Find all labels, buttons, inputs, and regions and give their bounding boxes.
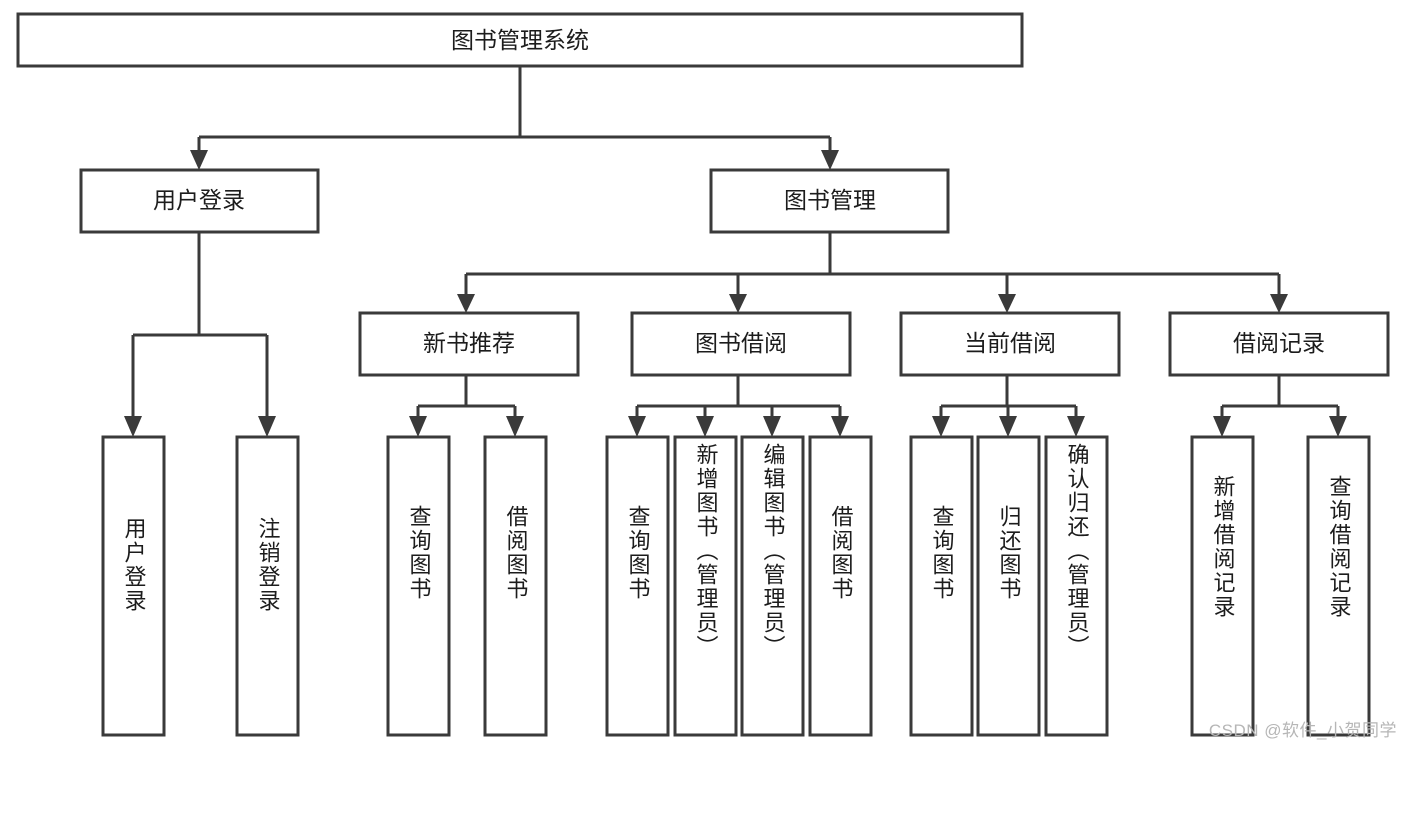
arrow-to-leaf-query-book-1 xyxy=(409,416,427,437)
node-user-login-box[interactable] xyxy=(79,168,320,234)
arrow-to-leaf-confirm-return xyxy=(1067,416,1085,437)
node-new-book-recommend[interactable]: 新书推荐 xyxy=(358,311,580,377)
arrow-to-leaf-add-book xyxy=(696,416,714,437)
node-leaf-return-book-box[interactable] xyxy=(976,435,1041,737)
node-book-borrow[interactable]: 图书借阅 xyxy=(630,311,852,377)
node-leaf-borrow-book-2-box[interactable] xyxy=(808,435,873,737)
node-book-manage-box[interactable] xyxy=(709,168,950,234)
node-leaf-query-book-1-box[interactable] xyxy=(386,435,451,737)
arrow-to-leaf-user-login xyxy=(124,416,142,437)
node-leaf-user-login-box[interactable] xyxy=(101,435,166,737)
arrow-to-leaf-edit-book xyxy=(763,416,781,437)
arrow-to-new-book-recommend xyxy=(457,294,475,313)
node-leaf-borrow-book-1-box[interactable] xyxy=(483,435,548,737)
node-new-book-recommend-box[interactable] xyxy=(358,311,580,377)
arrow-to-book-manage xyxy=(821,150,839,170)
arrow-to-leaf-return-book xyxy=(999,416,1017,437)
node-root[interactable]: 图书管理系统 xyxy=(16,12,1024,68)
node-book-borrow-box[interactable] xyxy=(630,311,852,377)
node-leaf-confirm-return-box[interactable] xyxy=(1044,435,1109,737)
nodes-layer: 图书管理系统 用户登录 图书管理 新书推荐 图书借阅 当前 xyxy=(16,12,1390,737)
node-leaf-query-record-box[interactable] xyxy=(1306,435,1371,737)
node-root-label: 图书管理系统 xyxy=(451,27,589,53)
arrow-to-leaf-query-book-2 xyxy=(628,416,646,437)
node-book-borrow-label: 图书借阅 xyxy=(695,330,787,356)
connectors-layer xyxy=(124,66,1347,437)
arrow-to-leaf-borrow-book-1 xyxy=(506,416,524,437)
arrow-to-user-login xyxy=(190,150,208,170)
node-current-borrow-label: 当前借阅 xyxy=(964,330,1056,356)
arrow-to-book-borrow xyxy=(729,294,747,313)
node-leaf-logout-box[interactable] xyxy=(235,435,300,737)
node-borrow-record-label: 借阅记录 xyxy=(1233,330,1325,356)
node-user-login[interactable]: 用户登录 xyxy=(79,168,320,234)
node-leaf-add-record-box[interactable] xyxy=(1190,435,1255,737)
arrow-to-leaf-logout xyxy=(258,416,276,437)
arrow-to-leaf-borrow-book-2 xyxy=(831,416,849,437)
node-borrow-record[interactable]: 借阅记录 xyxy=(1168,311,1390,377)
node-book-manage-label: 图书管理 xyxy=(784,187,876,213)
arrow-to-leaf-query-book-3 xyxy=(932,416,950,437)
node-leaf-query-book-2-box[interactable] xyxy=(605,435,670,737)
node-leaf-add-book-box[interactable] xyxy=(673,435,738,737)
arrow-to-leaf-query-record xyxy=(1329,416,1347,437)
node-root-box[interactable] xyxy=(16,12,1024,68)
node-borrow-record-box[interactable] xyxy=(1168,311,1390,377)
arrow-to-current-borrow xyxy=(998,294,1016,313)
node-current-borrow-box[interactable] xyxy=(899,311,1121,377)
node-new-book-recommend-label: 新书推荐 xyxy=(423,330,515,356)
node-current-borrow[interactable]: 当前借阅 xyxy=(899,311,1121,377)
arrow-to-borrow-record xyxy=(1270,294,1288,313)
functional-structure-diagram: 图书管理系统 用户登录 图书管理 新书推荐 图书借阅 当前 xyxy=(16,12,1397,740)
arrow-to-leaf-add-record xyxy=(1213,416,1231,437)
node-leaf-query-book-3-box[interactable] xyxy=(909,435,974,737)
node-book-manage[interactable]: 图书管理 xyxy=(709,168,950,234)
tree-svg-canvas: 图书管理系统 用户登录 图书管理 新书推荐 图书借阅 当前 xyxy=(16,12,1390,737)
node-leaf-edit-book-box[interactable] xyxy=(740,435,805,737)
node-user-login-label: 用户登录 xyxy=(153,187,245,213)
csdn-watermark: CSDN @软件_小贺同学 xyxy=(1208,721,1397,740)
